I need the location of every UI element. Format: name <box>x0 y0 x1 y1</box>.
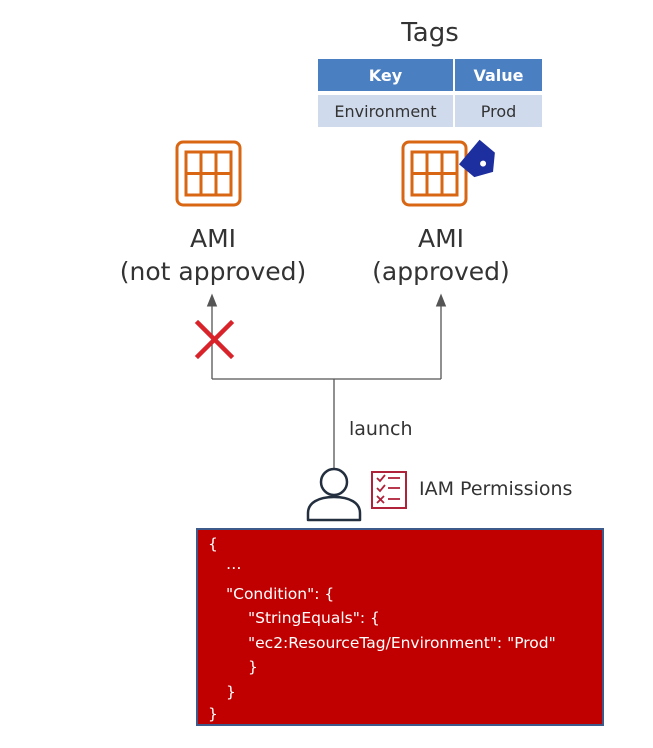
ami-icon <box>175 140 242 207</box>
table-row: Environment Prod <box>318 95 542 127</box>
ami-right-line2: (approved) <box>372 257 510 286</box>
ami-approved-label: AMI (approved) <box>350 222 532 288</box>
policy-line: } <box>248 658 258 676</box>
tags-header-value: Value <box>454 59 542 91</box>
ami-icon <box>401 140 468 207</box>
iam-policy-box: { … "Condition": { "StringEquals": { "ec… <box>196 528 604 726</box>
tags-cell-key: Environment <box>318 95 455 127</box>
launch-connector <box>206 293 447 468</box>
ami-left-line2: (not approved) <box>119 257 307 286</box>
policy-line: } <box>208 705 218 723</box>
policy-line: … <box>226 555 242 573</box>
iam-permissions-label: IAM Permissions <box>419 478 573 500</box>
deny-x-icon <box>194 319 235 360</box>
tags-table: Key Value Environment Prod <box>318 59 542 127</box>
tags-table-header-row: Key Value <box>318 59 542 91</box>
policy-line: "ec2:ResourceTag/Environment": "Prod" <box>248 634 556 652</box>
policy-line: "Condition": { <box>226 585 335 603</box>
policy-line: { <box>208 535 218 553</box>
tags-cell-value: Prod <box>454 95 542 127</box>
user-icon <box>306 467 362 522</box>
policy-line: } <box>226 683 236 701</box>
launch-label: launch <box>349 418 413 440</box>
ami-left-line1: AMI <box>189 224 237 253</box>
checklist-icon <box>371 471 407 509</box>
tag-icon <box>458 139 495 178</box>
tags-title: Tags <box>401 18 459 48</box>
ami-right-line1: AMI <box>417 224 465 253</box>
tags-header-key: Key <box>318 59 455 91</box>
ami-not-approved-label: AMI (not approved) <box>110 222 316 288</box>
policy-line: "StringEquals": { <box>248 609 380 627</box>
